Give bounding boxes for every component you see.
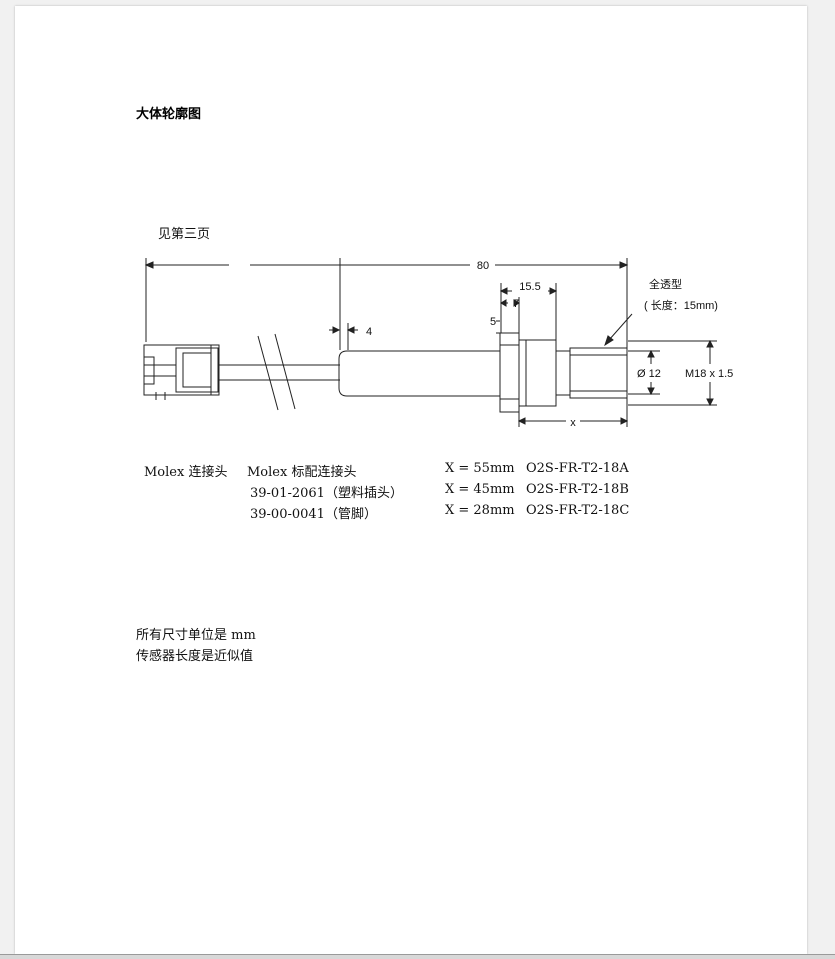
- pin-part: 39-00-0041（管脚）: [250, 507, 377, 522]
- dia-12-label: Ø 12: [637, 368, 661, 380]
- length-note-label: ( 长度：15mm): [644, 298, 718, 312]
- thread-label: M18 x 1.5: [685, 368, 733, 380]
- sensor-body: [338, 332, 628, 413]
- dim-5-line: [496, 314, 520, 334]
- cable: [219, 333, 340, 411]
- standard-connector-label: Molex 标配连接头: [247, 465, 357, 480]
- dim-5-label: 5: [490, 316, 496, 328]
- full-pass-label: 全透型: [649, 277, 682, 291]
- model-b: O2S-FR-T2-18B: [526, 482, 629, 497]
- connector-type-label: Molex 连接头: [144, 465, 228, 480]
- dim-15-5-line: [499, 283, 558, 340]
- page-heading: 大体轮廓图: [136, 107, 202, 122]
- x-value-a: X = 55mm: [445, 461, 515, 476]
- dim-m18-line: [628, 339, 717, 407]
- document-page: [15, 6, 807, 954]
- x-value-c: X = 28mm: [445, 503, 515, 518]
- see-page-note: 见第三页: [158, 227, 211, 242]
- units-note: 所有尺寸单位是 mm: [136, 628, 256, 643]
- page-bottom-edge: [0, 954, 835, 959]
- plastic-plug-part: 39-01-2061（塑料插头）: [250, 486, 403, 501]
- dim-x-label: x: [570, 417, 576, 429]
- dim-80-line: [144, 258, 629, 350]
- model-a: O2S-FR-T2-18A: [526, 461, 629, 476]
- dim-4-label: 4: [366, 326, 372, 338]
- x-value-b: X = 45mm: [445, 482, 515, 497]
- molex-connector: [143, 344, 220, 400]
- dim-dia-12-line: [628, 349, 660, 396]
- dim-4-line: [329, 323, 358, 350]
- dim-15-5-label: 15.5: [519, 281, 540, 293]
- dim-80-label: 80: [477, 260, 489, 272]
- full-pass-arrow: [604, 313, 633, 347]
- approx-length-note: 传感器长度是近似值: [136, 649, 254, 664]
- model-c: O2S-FR-T2-18C: [526, 503, 630, 518]
- dim-7-label: 7: [513, 298, 519, 310]
- dim-x-line: [517, 398, 629, 427]
